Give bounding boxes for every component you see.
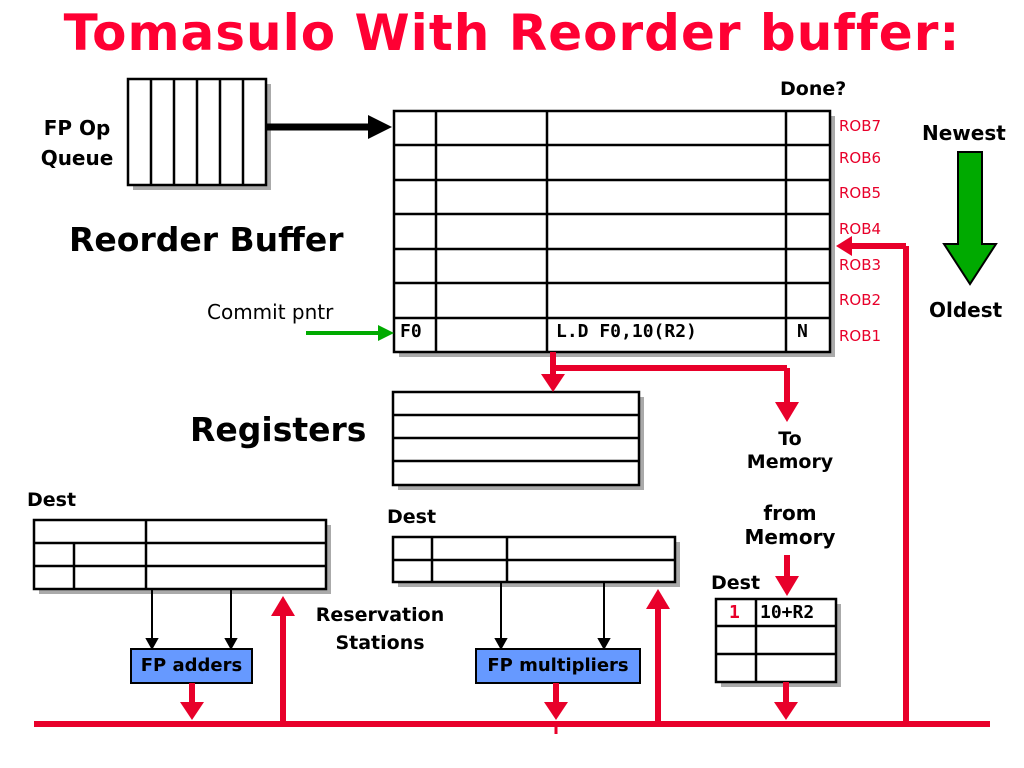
fp-op-queue <box>126 77 271 190</box>
commit-pointer-label: Commit pntr <box>207 300 334 324</box>
rob1-instruction: L.D F0,10(R2) <box>556 321 697 342</box>
rob1-dest: F0 <box>400 321 422 342</box>
from-memory-label: from Memory <box>744 501 836 549</box>
rob-entry-label: ROB1 <box>839 327 882 345</box>
fp-op-queue-label: FP Op Queue <box>40 116 114 170</box>
commit-pointer-arrow <box>306 325 394 341</box>
registers-label: Registers <box>190 410 367 449</box>
register-file-table <box>391 390 644 490</box>
fp-multipliers-label: FP multipliers <box>487 655 629 676</box>
rob-entry-label: ROB7 <box>839 117 882 135</box>
multiplier-dest-label: Dest <box>387 506 437 528</box>
load-buffer-table <box>714 597 841 687</box>
rob-entry-label: ROB5 <box>839 184 882 202</box>
oldest-label: Oldest <box>929 298 1003 322</box>
station-to-unit-arrows <box>145 582 611 651</box>
rob-entry-label: ROB6 <box>839 149 882 167</box>
fp-adders-unit <box>130 648 253 684</box>
fp-multipliers-unit <box>475 648 641 684</box>
to-memory-label: To Memory <box>746 428 834 473</box>
done-column-header: Done? <box>780 78 847 100</box>
reservation-stations-label: Reservation Stations <box>315 604 445 654</box>
queue-to-rob-arrow <box>266 115 392 139</box>
load-dest-label: Dest <box>711 572 761 594</box>
fp-adders-label: FP adders <box>140 655 243 676</box>
rob1-done-flag: N <box>797 321 808 342</box>
rob-entry-label: ROB3 <box>839 256 882 274</box>
page-title: Tomasulo With Reorder buffer: <box>63 4 961 62</box>
rob-entry-label: ROB4 <box>839 220 882 238</box>
rob-entry-label: ROB2 <box>839 291 882 309</box>
adder-dest-label: Dest <box>27 489 77 511</box>
multiplier-reservation-stations <box>391 535 680 587</box>
red-arrowheads <box>180 236 852 720</box>
load-buffer-address: 10+R2 <box>760 602 815 623</box>
newest-label: Newest <box>922 121 1006 145</box>
adder-reservation-stations <box>32 518 331 594</box>
load-buffer-dest: 1 <box>729 602 740 623</box>
reorder-buffer-label: Reorder Buffer <box>69 220 344 259</box>
newest-to-oldest-arrow <box>942 151 998 286</box>
reorder-buffer-table <box>392 109 835 357</box>
common-data-bus <box>34 243 990 727</box>
